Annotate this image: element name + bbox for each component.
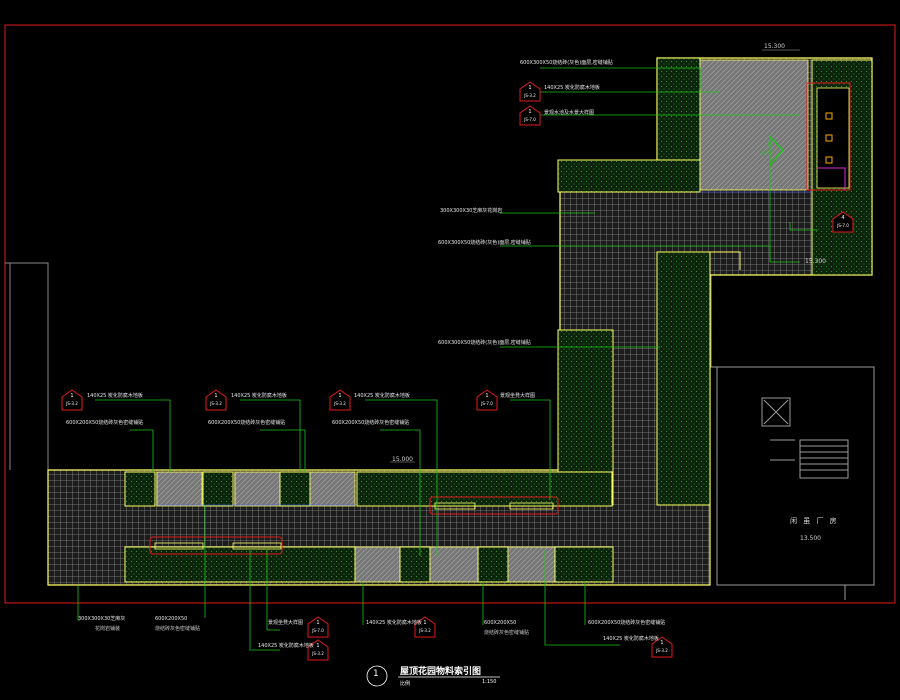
planter-2: [202, 471, 234, 507]
existing-building-edge: [5, 262, 49, 470]
planter-lower-1: [124, 546, 356, 583]
planter-1: [124, 471, 156, 507]
planter-lower-4: [554, 546, 614, 583]
label-bottom-paving-a2: 烧结砖灰色密缝铺贴: [155, 626, 201, 632]
wood-deck-4: [354, 546, 401, 583]
planter-3: [279, 471, 311, 507]
label-bottom-wood-3: 140X25 炭化防腐木地板: [603, 636, 659, 642]
label-left-wood-1: 140X25 炭化防腐木地板: [87, 393, 143, 399]
elevation-top: 15.300: [764, 43, 785, 50]
fountain-markers: [825, 112, 833, 164]
label-left-paving-2: 600X200X50烧结砖灰色密缝铺贴: [208, 420, 286, 426]
label-bottom-wood-2: 140X25 炭化防腐木地板: [366, 620, 422, 626]
wood-deck-1: [156, 471, 203, 507]
label-left-paving-1: 600X200X50烧结砖灰色密缝铺贴: [66, 420, 144, 426]
label-top-pool: 景观水池及水景大样图: [544, 110, 595, 116]
water-feature-frame: [806, 82, 851, 191]
label-left-paving-3: 600X200X50烧结砖灰色密缝铺贴: [332, 420, 410, 426]
label-top-paving: 600X300X50烧结砖(灰色)面层,密缝铺贴: [520, 60, 613, 66]
elevation-mid: 15.000: [392, 456, 413, 463]
label-bottom-wood-1: 140X25 炭化防腐木地板: [258, 643, 314, 649]
planter-lower-3: [477, 546, 509, 583]
drawing-title: 屋顶花园物料索引图: [400, 667, 482, 677]
bench-frame-right: [429, 496, 559, 515]
wood-deck-top: [699, 59, 809, 191]
label-bottom-paving-b: 600X200X50: [484, 620, 517, 626]
planting-top-left: [557, 159, 701, 193]
drawing-frame: [4, 24, 896, 604]
wood-deck-2: [234, 471, 281, 507]
planter-lower-2: [399, 546, 431, 583]
elevation-room: 13.500: [800, 535, 821, 542]
label-left-wood-3: 140X25 炭化防腐木地板: [354, 393, 410, 399]
label-mid-paving-a: 600X300X50烧结砖(灰色)面层,密缝铺贴: [438, 240, 531, 246]
water-feature: [816, 87, 850, 189]
planting-vertical: [656, 251, 711, 506]
wood-deck-3: [309, 471, 356, 507]
scale-prefix: 比例: [400, 681, 411, 687]
wood-deck-6: [507, 546, 556, 583]
drawing-scale: 1:150: [482, 679, 497, 685]
label-bottom-granite: 300X300X30芝麻灰: [78, 616, 126, 622]
elevation-right-mid: 15.300: [805, 258, 826, 265]
label-mid-paving-b: 600X300X50烧结砖(灰色)面层,密缝铺贴: [438, 340, 531, 346]
label-mid-granite: 300X300X30芝麻灰花岗岩: [440, 208, 503, 214]
label-bottom-paving-c: 600X200X50烧结砖灰色密缝铺贴: [588, 620, 666, 626]
bench-frame-left: [149, 536, 283, 555]
label-bottom-granite-2: 花岗岩铺装: [95, 626, 121, 632]
planting-lower: [356, 471, 613, 507]
label-bottom-bench: 景观坐凳大样图: [268, 620, 304, 626]
planting-top-strip: [656, 57, 701, 161]
sheet-number: 1: [373, 669, 379, 679]
label-left-bench: 景观坐凳大样图: [500, 393, 536, 399]
sheet-number-circle: [366, 665, 388, 687]
leader-lines: [77, 67, 818, 651]
label-bottom-paving-b2: 烧结砖灰色密缝铺贴: [484, 630, 530, 636]
label-bottom-paving-a: 600X200X50: [155, 616, 188, 622]
room-outline: [710, 270, 875, 600]
section-arrow: [769, 136, 785, 166]
label-left-wood-2: 140X25 炭化防腐木地板: [231, 393, 287, 399]
room-label: 闲 虽 厂 房: [790, 517, 839, 525]
label-top-wood: 140X25 炭化防腐木地板: [544, 85, 600, 91]
